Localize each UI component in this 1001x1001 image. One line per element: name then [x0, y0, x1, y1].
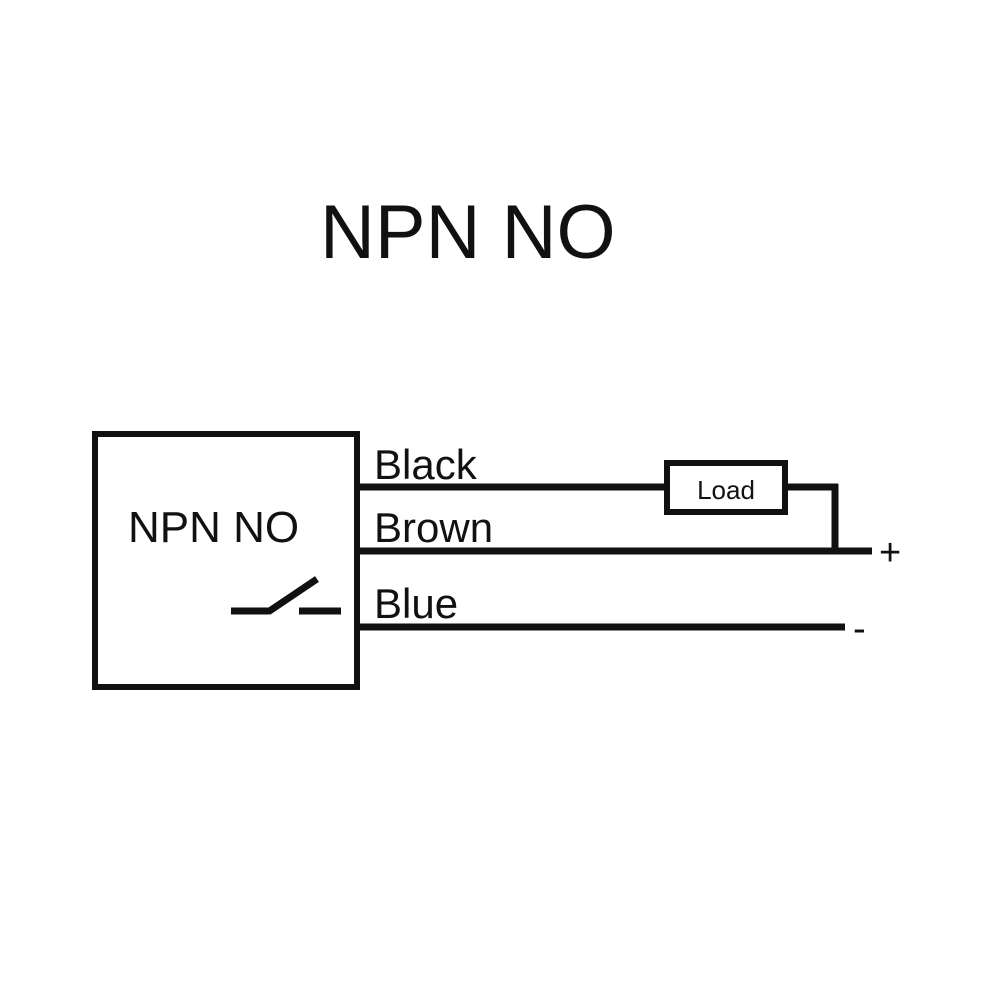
diagram-title: NPN NO: [320, 190, 616, 275]
wire-label-black: Black: [374, 441, 478, 488]
wire-label-blue: Blue: [374, 580, 458, 627]
load-label: Load: [697, 475, 755, 505]
normally-open-switch-symbol: [231, 576, 341, 615]
load-component: Load: [664, 460, 788, 515]
wire-label-brown: Brown: [374, 504, 493, 551]
switch-blade: [266, 576, 319, 615]
terminal-positive-label: +: [879, 532, 901, 574]
sensor-label: NPN NO: [128, 503, 299, 552]
load-box: [664, 460, 788, 515]
terminal-negative-label: -: [853, 608, 866, 650]
wire-black: [357, 483, 839, 554]
sensor-body-box: [92, 431, 360, 690]
